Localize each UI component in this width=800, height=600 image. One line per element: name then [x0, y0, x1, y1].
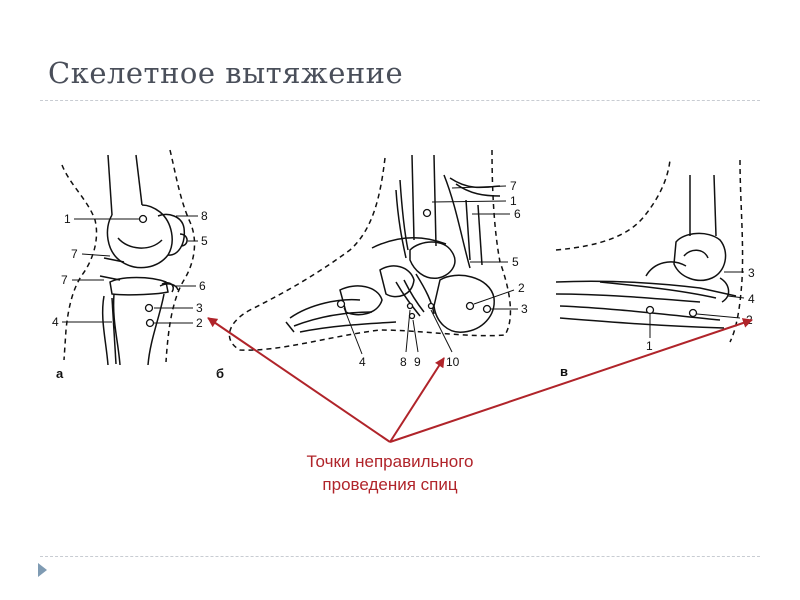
knee-label: 7: [71, 247, 78, 261]
elbow-leader-lines: [649, 271, 745, 338]
ankle-label: 6: [514, 207, 521, 221]
ankle-labels: 7 1 6 5 2 3 4 8 9 10: [359, 179, 528, 369]
knee-drawing: [61, 149, 196, 366]
caption-line-1: Точки неправильного: [306, 452, 474, 471]
knee-label: 6: [199, 279, 206, 293]
panel-label-v: в: [560, 364, 568, 379]
callout-caption: Точки неправильного проведения спиц: [280, 450, 500, 496]
ankle-leader-lines: [343, 185, 518, 355]
elbow-drawing: [555, 159, 744, 343]
panel-label-a: а: [56, 366, 64, 381]
ankle-label: 5: [512, 255, 519, 269]
callout-arrows: [207, 317, 753, 443]
arrow-to-knee: [207, 317, 391, 443]
footer-divider: [40, 556, 760, 557]
arrow-to-elbow: [389, 318, 753, 443]
ankle-label: 1: [510, 194, 517, 208]
ankle-drawing: [228, 149, 512, 351]
elbow-pin-points: [645, 305, 698, 318]
elbow-labels: 3 4 2 1: [646, 266, 755, 353]
knee-labels: 1 8 7 5 7 6 3 4 2: [52, 209, 208, 330]
knee-label: 2: [196, 316, 203, 330]
ankle-label: 9: [414, 355, 421, 369]
knee-leader-lines: [62, 215, 198, 324]
knee-label: 1: [64, 212, 71, 226]
arrow-to-ankle: [389, 357, 445, 443]
caption-line-2: проведения спиц: [322, 475, 458, 494]
knee-label: 3: [196, 301, 203, 315]
ankle-pin-points: [336, 208, 492, 320]
ankle-label: 7: [510, 179, 517, 193]
ankle-label: 3: [521, 302, 528, 316]
elbow-label: 4: [748, 292, 755, 306]
slide-title: Скелетное вытяжение: [48, 56, 404, 90]
ankle-label: 8: [400, 355, 407, 369]
knee-label: 8: [201, 209, 208, 223]
knee-label: 4: [52, 315, 59, 329]
ankle-label: 4: [359, 355, 366, 369]
ankle-label: 10: [446, 355, 460, 369]
ankle-label: 2: [518, 281, 525, 295]
knee-pin-points: [138, 214, 155, 328]
panel-label-b: б: [216, 366, 224, 381]
title-divider: [40, 100, 760, 101]
knee-label: 7: [61, 273, 68, 287]
triangle-right-icon[interactable]: [38, 563, 47, 577]
elbow-label: 1: [646, 339, 653, 353]
elbow-label: 3: [748, 266, 755, 280]
knee-label: 5: [201, 234, 208, 248]
